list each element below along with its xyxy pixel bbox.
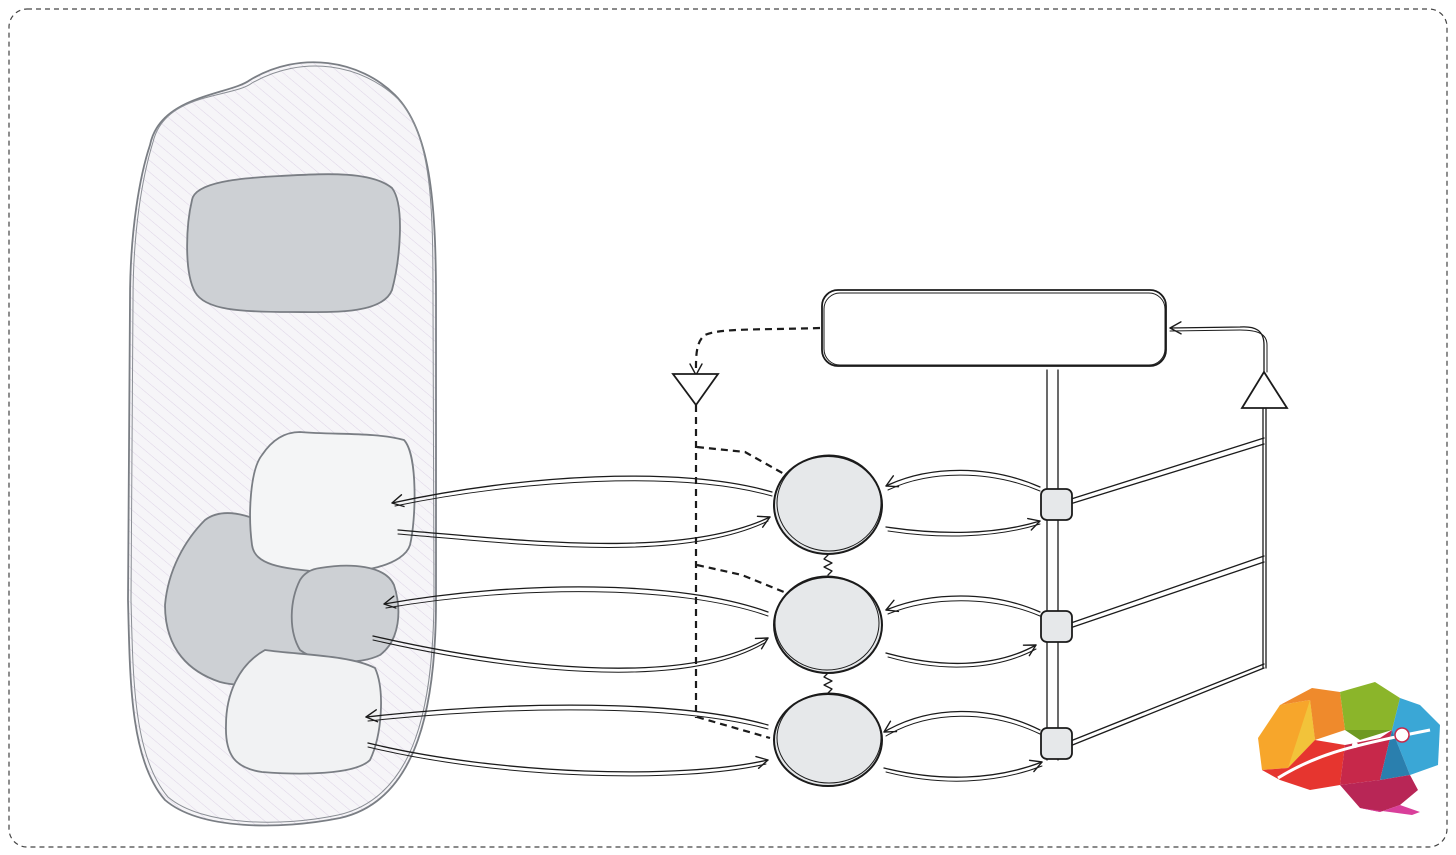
- stem-node-3: [1040, 727, 1073, 760]
- zigzag-connector-2: [823, 672, 833, 694]
- region-circle-arrows: [365, 475, 773, 777]
- dashed-links: [694, 405, 787, 740]
- stem-node-1: [1040, 488, 1073, 521]
- stem-circle-arrows: [883, 469, 1043, 782]
- region-light-bottom: [225, 649, 382, 775]
- right-frame-lines: [1067, 404, 1267, 747]
- zigzag-connector-1: [823, 554, 833, 576]
- vertical-stem: [1046, 369, 1059, 761]
- dashed-arrow-down: [689, 326, 821, 376]
- node-circle-2: [773, 575, 883, 674]
- stem-node-2: [1040, 610, 1073, 643]
- feedback-arrow-up: [1169, 321, 1265, 373]
- top-bar: [821, 289, 1167, 367]
- colorful-brain-logo: [1258, 682, 1440, 815]
- node-circle-3: [773, 692, 883, 787]
- region-dark-middle: [290, 564, 400, 663]
- node-circle-1: [773, 454, 883, 555]
- up-triangle: [1240, 370, 1289, 409]
- outer-frame: [8, 8, 1448, 848]
- top-region: [186, 173, 401, 314]
- down-triangle: [671, 373, 720, 407]
- region-light-top: [249, 431, 416, 574]
